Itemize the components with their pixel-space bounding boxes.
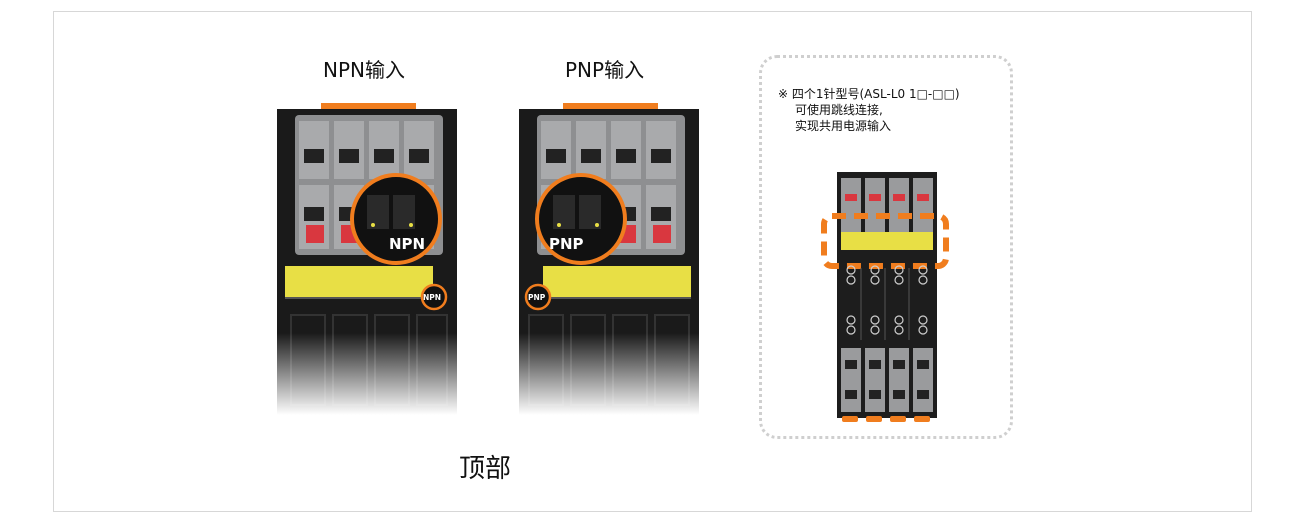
jumper-note: ※ 四个1针型号(ASL-L0 1□-□□) 可使用跳线连接, 实现共用电源输入 xyxy=(778,86,960,134)
note-line-1: ※ 四个1针型号(ASL-L0 1□-□□) xyxy=(778,87,960,101)
pnp-badge-text: PNP xyxy=(549,235,584,253)
npn-input-title: NPN输入 xyxy=(323,58,405,82)
pnp-input-title: PNP输入 xyxy=(565,58,645,82)
note-box xyxy=(759,55,1013,439)
pnp-device-image: PNP PNP xyxy=(519,103,699,415)
npn-badge-text: NPN xyxy=(389,235,425,253)
four-module-device-image xyxy=(821,172,949,422)
npn-small-badge-text: NPN xyxy=(423,293,441,302)
note-line-2: 可使用跳线连接, xyxy=(795,103,883,117)
npn-device-image: NPN NPN xyxy=(277,103,457,415)
note-line-3: 实现共用电源输入 xyxy=(795,119,892,133)
top-caption: 顶部 xyxy=(459,454,512,484)
pnp-small-badge-text: PNP xyxy=(528,293,546,302)
